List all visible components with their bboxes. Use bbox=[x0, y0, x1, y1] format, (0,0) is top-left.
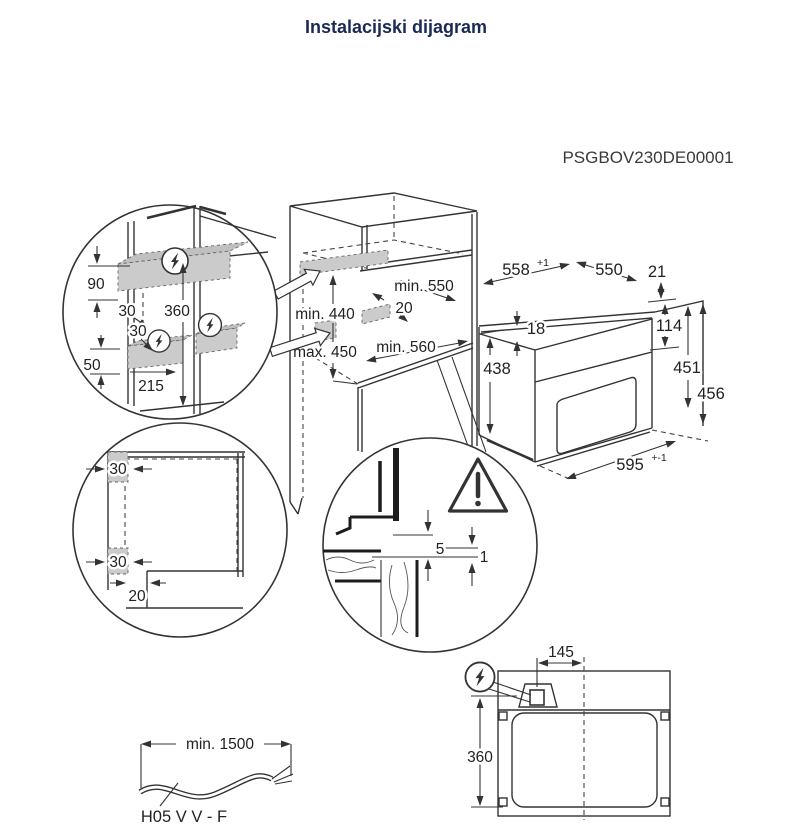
cabinet-drawing: min. 550 20 min. 440 max. 450 min. 560 bbox=[289, 192, 478, 515]
dim-30-frame-bottom: 30 bbox=[109, 554, 127, 571]
dim-451: 451 bbox=[673, 359, 701, 377]
detail-circle-outlet-positions: 90 30 360 30 50 215 bbox=[62, 204, 278, 420]
mount-pad-bottom bbox=[107, 547, 129, 575]
power-cable-drawing: min. 1500 H05 V V - F bbox=[138, 734, 294, 829]
dim-558: 558 bbox=[502, 261, 530, 279]
dim-30-frame-top: 30 bbox=[109, 461, 127, 478]
dim-114: 114 bbox=[656, 317, 682, 335]
detail-circle-front-offsets: 30 30 20 bbox=[72, 422, 288, 638]
oven-drawing: 558 +1 550 21 114 451 456 438 18 595 +-1 bbox=[478, 255, 727, 483]
lightning-bolt-icon bbox=[464, 661, 496, 693]
callout-arrow-upper bbox=[272, 268, 321, 300]
wood-grain bbox=[325, 556, 409, 636]
detail-circle-mounting-gap: 5 1 bbox=[322, 437, 538, 653]
model-code: PSGBOV230DE00001 bbox=[562, 148, 733, 167]
dim-1-gap: 1 bbox=[480, 549, 489, 566]
dim-595-tolerance: +-1 bbox=[651, 452, 667, 464]
mount-pad-top bbox=[107, 451, 129, 483]
dim-niche-depth: min. 560 bbox=[376, 339, 436, 356]
dim-145: 145 bbox=[548, 644, 574, 661]
dim-360: 360 bbox=[164, 303, 190, 320]
dim-niche-min-height: min. 440 bbox=[295, 306, 355, 323]
junction-box-strip bbox=[299, 249, 389, 276]
junction-box-back bbox=[361, 303, 391, 325]
dim-595: 595 bbox=[616, 456, 644, 474]
dim-50: 50 bbox=[83, 357, 101, 374]
oven-door-window bbox=[556, 376, 637, 455]
terminal-box bbox=[529, 689, 545, 706]
dim-18: 18 bbox=[527, 320, 545, 338]
dim-front-gap: 20 bbox=[395, 300, 413, 317]
dim-456: 456 bbox=[697, 385, 725, 403]
page-title: Instalacijski dijagram bbox=[305, 17, 487, 37]
callout-arrow-lower bbox=[268, 327, 332, 358]
dim-cable-length: min. 1500 bbox=[186, 736, 254, 753]
dim-21: 21 bbox=[648, 263, 666, 281]
rear-view-drawing: 145 360 bbox=[464, 642, 671, 820]
dim-30-mid: 30 bbox=[129, 323, 147, 340]
dim-550: 550 bbox=[595, 261, 623, 279]
cable-type-label: H05 V V - F bbox=[141, 808, 227, 826]
dim-5-gap: 5 bbox=[436, 541, 445, 558]
dim-niche-max-height: max. 450 bbox=[293, 344, 357, 361]
callout-lines-gap-detail bbox=[436, 356, 487, 453]
dim-20-frame: 20 bbox=[128, 588, 146, 605]
cable-wire-ends bbox=[159, 765, 294, 807]
dim-215: 215 bbox=[138, 378, 164, 395]
dim-30-top: 30 bbox=[118, 303, 136, 320]
dim-90: 90 bbox=[87, 276, 105, 293]
dim-niche-width: min. 550 bbox=[394, 278, 454, 295]
lightning-bolt-icon bbox=[197, 312, 223, 338]
dim-438: 438 bbox=[483, 360, 511, 378]
dim-360-rear: 360 bbox=[467, 749, 493, 766]
dim-558-tolerance: +1 bbox=[537, 257, 549, 269]
